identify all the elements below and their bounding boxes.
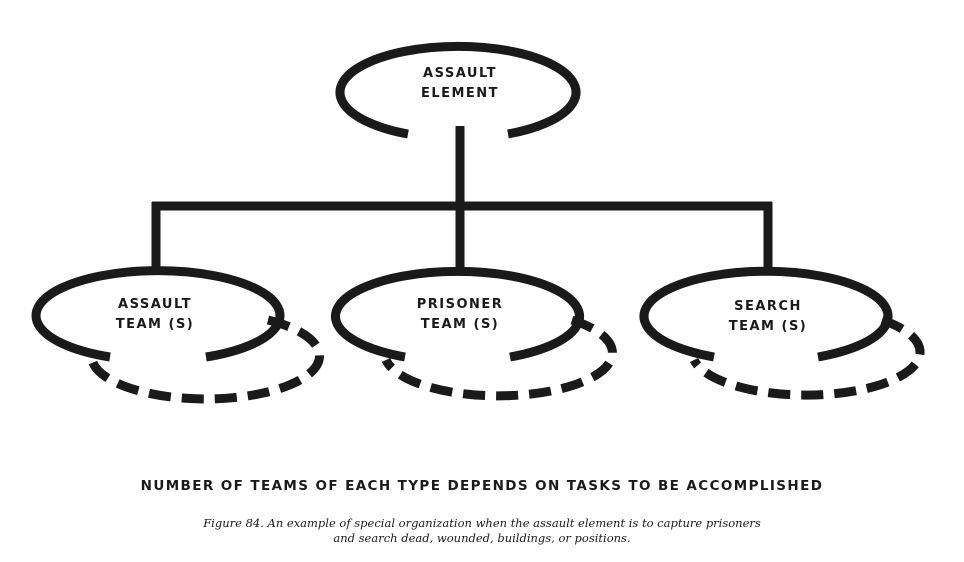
search-team-node [639, 266, 925, 400]
root-node-label: ASSAULT ELEMENT [400, 64, 520, 104]
connector-lines [151, 126, 773, 270]
assault-team-dashed-ellipse [87, 315, 324, 404]
root-node-label-line2: ELEMENT [420, 86, 500, 101]
prisoner-team-label-line2: TEAM (S) [420, 317, 500, 332]
prisoner-team-label: PRISONER TEAM (S) [400, 295, 520, 335]
prisoner-team-ellipse [331, 266, 584, 362]
teams-footnote: NUMBER OF TEAMS OF EACH TYPE DEPENDS ON … [140, 478, 824, 494]
search-team-ellipse [639, 266, 893, 362]
prisoner-team-dashed-ellipse [381, 315, 617, 401]
root-node-label-line1: ASSAULT [423, 66, 497, 81]
root-node-ellipse [335, 41, 581, 139]
org-chart [31, 41, 925, 404]
search-team-label: SEARCH TEAM (S) [708, 297, 828, 337]
search-team-label-line1: SEARCH [734, 299, 802, 314]
assault-team-label-line1: ASSAULT [118, 297, 192, 312]
figure-caption-line2: and search dead, wounded, buildings, or … [333, 531, 631, 545]
figure-caption: Figure 84. An example of special organiz… [150, 516, 814, 546]
prisoner-team-label-line1: PRISONER [416, 297, 504, 312]
search-team-dashed-ellipse [689, 315, 925, 400]
figure-caption-line1: Figure 84. An example of special organiz… [203, 516, 761, 530]
assault-team-ellipse [31, 266, 285, 362]
assault-team-node [31, 266, 324, 404]
prisoner-team-node [331, 266, 617, 401]
assault-team-label-line2: TEAM (S) [115, 317, 195, 332]
assault-team-label: ASSAULT TEAM (S) [95, 295, 215, 335]
search-team-label-line2: TEAM (S) [728, 319, 808, 334]
